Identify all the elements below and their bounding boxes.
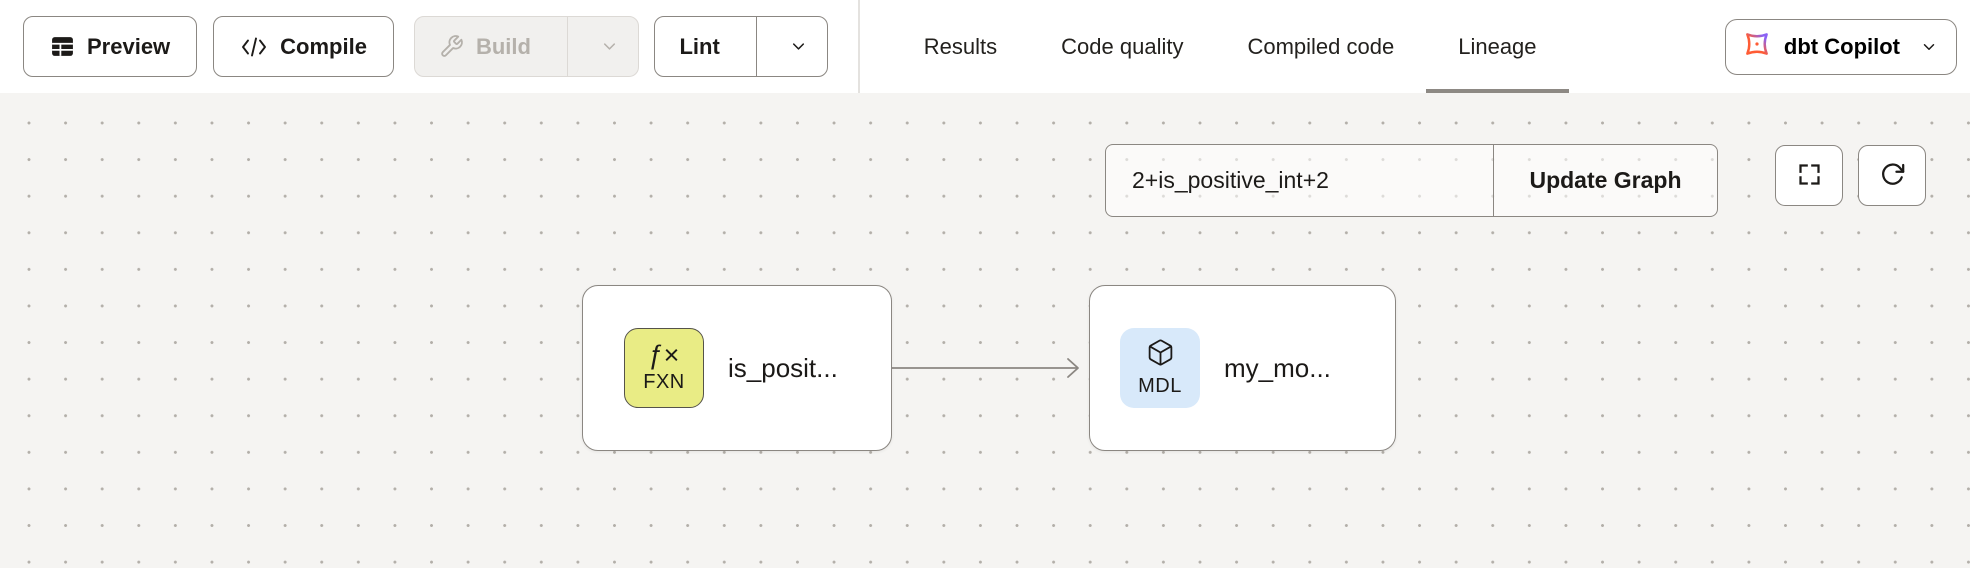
lineage-node-model[interactable]: MDL my_mo... xyxy=(1089,285,1396,451)
build-button: Build xyxy=(415,17,555,76)
tab-results[interactable]: Results xyxy=(892,0,1029,93)
maximize-icon xyxy=(1796,161,1823,191)
code-brackets-icon xyxy=(240,36,268,58)
tab-label: Lineage xyxy=(1458,33,1537,59)
split-divider xyxy=(755,17,758,76)
chevron-down-icon xyxy=(1920,38,1938,56)
dbt-copilot-label: dbt Copilot xyxy=(1783,33,1900,59)
refresh-button[interactable] xyxy=(1858,145,1926,206)
build-split-button: Build xyxy=(413,16,640,77)
lineage-filter-bar: Update Graph xyxy=(1105,144,1718,217)
update-graph-button[interactable]: Update Graph xyxy=(1493,145,1717,216)
refresh-icon xyxy=(1879,161,1906,191)
chevron-down-icon xyxy=(600,37,619,56)
lint-button[interactable]: Lint xyxy=(655,17,743,76)
lineage-node-function[interactable]: ƒ× FXN is_posit... xyxy=(582,285,892,451)
wrench-icon xyxy=(439,34,464,59)
compile-button-label: Compile xyxy=(280,33,367,59)
model-badge: MDL xyxy=(1120,328,1200,408)
badge-code: FXN xyxy=(643,371,685,393)
preview-button-label: Preview xyxy=(87,33,171,59)
fx-icon: ƒ× xyxy=(648,340,680,370)
lint-options-button[interactable] xyxy=(769,17,827,76)
bottom-strip xyxy=(0,568,1970,572)
function-badge: ƒ× FXN xyxy=(624,328,704,408)
chevron-down-icon xyxy=(789,37,808,56)
node-label: is_posit... xyxy=(728,352,838,383)
compile-button[interactable]: Compile xyxy=(213,16,394,77)
badge-code: MDL xyxy=(1138,375,1182,397)
dbt-copilot-icon xyxy=(1742,29,1772,65)
dbt-copilot-button[interactable]: dbt Copilot xyxy=(1724,18,1957,75)
result-tabs: Results Code quality Compiled code Linea… xyxy=(892,0,1569,93)
lineage-canvas[interactable]: Update Graph ƒ× FXN is_posit... xyxy=(0,93,1970,572)
build-button-label: Build xyxy=(475,33,531,59)
preview-button[interactable]: Preview xyxy=(23,16,198,77)
lineage-edge xyxy=(892,358,1079,378)
tab-code-quality[interactable]: Code quality xyxy=(1029,0,1215,93)
lint-button-label: Lint xyxy=(679,33,720,59)
tab-label: Code quality xyxy=(1061,33,1184,59)
lint-split-button: Lint xyxy=(654,16,829,77)
lineage-filter-input[interactable] xyxy=(1106,145,1493,216)
toolbar-divider xyxy=(858,0,860,93)
tab-lineage[interactable]: Lineage xyxy=(1426,0,1569,93)
top-toolbar: Preview Compile Build xyxy=(0,0,1970,93)
cube-icon xyxy=(1146,338,1175,372)
tab-compiled-code[interactable]: Compiled code xyxy=(1215,0,1426,93)
tab-label: Results xyxy=(923,33,998,59)
node-label: my_mo... xyxy=(1224,352,1331,383)
fullscreen-button[interactable] xyxy=(1775,145,1843,206)
tab-label: Compiled code xyxy=(1247,33,1395,59)
table-icon xyxy=(50,34,75,59)
split-divider xyxy=(566,17,569,76)
build-options-button xyxy=(580,17,638,76)
